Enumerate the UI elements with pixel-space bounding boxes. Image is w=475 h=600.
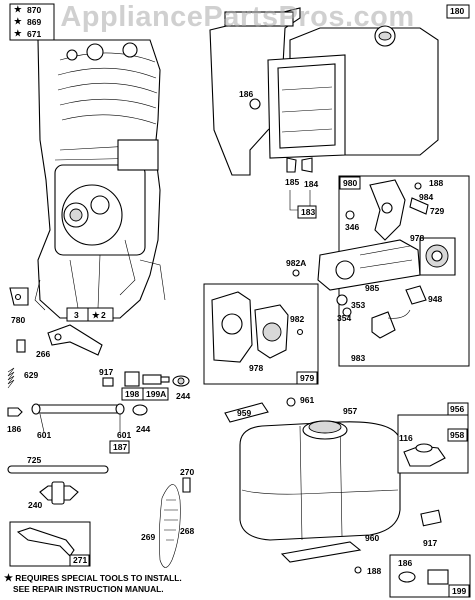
label-780: 780 xyxy=(11,315,25,325)
label-870: 870 xyxy=(27,5,41,15)
svg-text:★: ★ xyxy=(14,4,23,14)
label-188-carb: 188 xyxy=(429,178,443,188)
label-958: 958 xyxy=(450,430,464,440)
label-180: 180 xyxy=(450,6,464,16)
label-869: 869 xyxy=(27,17,41,27)
label-985: 985 xyxy=(365,283,379,293)
label-729: 729 xyxy=(430,206,444,216)
label-185: 185 xyxy=(285,177,299,187)
svg-text:★: ★ xyxy=(14,28,23,38)
part-725: 725 xyxy=(7,455,109,474)
engine-block xyxy=(34,39,166,319)
label-188-tank: 188 xyxy=(367,566,381,576)
fuel-tank: 959 961 957 956 116 958 960 917 188 186 … xyxy=(224,395,471,598)
label-186-tank: 186 xyxy=(398,558,412,568)
part-979-gaskets: 982 978 979 xyxy=(203,283,319,385)
svg-text:★: ★ xyxy=(92,310,101,320)
part-244-upper: 244 xyxy=(172,375,190,401)
label-187: 187 xyxy=(113,442,127,452)
part-917-198-199A: 917 198 199A xyxy=(99,367,170,401)
label-186-left: 186 xyxy=(7,424,21,434)
label-948: 948 xyxy=(428,294,442,304)
part-780: 780 xyxy=(9,287,29,325)
label-983: 983 xyxy=(351,353,365,363)
footnote: ★ REQUIRES SPECIAL TOOLS TO INSTALL. SEE… xyxy=(4,573,304,595)
label-183: 183 xyxy=(301,207,315,217)
label-184: 184 xyxy=(304,179,318,189)
label-980: 980 xyxy=(343,178,357,188)
label-601-right: 601 xyxy=(117,430,131,440)
label-271: 271 xyxy=(73,555,87,565)
label-957: 957 xyxy=(343,406,357,416)
carburetor-group: 980 984 188 729 346 978 982A 985 353 354… xyxy=(286,175,470,367)
svg-text:★: ★ xyxy=(14,16,23,26)
part-268-269-270: 270 268 269 xyxy=(141,467,194,568)
label-979: 979 xyxy=(300,373,314,383)
label-984: 984 xyxy=(419,192,433,202)
label-244-lower: 244 xyxy=(136,424,150,434)
label-266: 266 xyxy=(36,349,50,359)
air-cleaner: 180 186 185 184 183 xyxy=(209,4,470,219)
label-354: 354 xyxy=(337,313,351,323)
label-982A: 982A xyxy=(286,258,306,268)
part-266: 266 xyxy=(16,324,103,359)
label-978-upper: 978 xyxy=(410,233,424,243)
label-671: 671 xyxy=(27,29,41,39)
label-268: 268 xyxy=(180,526,194,536)
label-629: 629 xyxy=(24,370,38,380)
label-601-left: 601 xyxy=(37,430,51,440)
label-917-right: 917 xyxy=(423,538,437,548)
label-198: 198 xyxy=(125,389,139,399)
label-244-upper: 244 xyxy=(176,391,190,401)
label-982: 982 xyxy=(290,314,304,324)
label-2: 2 xyxy=(101,310,106,320)
label-725: 725 xyxy=(27,455,41,465)
part-187-fuel-line: 601 601 244 187 xyxy=(31,403,150,454)
star-icon: ★ xyxy=(4,573,13,584)
part-271: 271 xyxy=(9,521,91,567)
label-116: 116 xyxy=(399,433,413,443)
callout-group-3-2: 3 ★2 xyxy=(66,254,114,322)
footnote-line-2: SEE REPAIR INSTRUCTION MANUAL. xyxy=(13,584,164,594)
callout-group-870-869-671: ★ 870 ★ 869 ★ 671 xyxy=(9,3,55,41)
label-186-air: 186 xyxy=(239,89,253,99)
label-353: 353 xyxy=(351,300,365,310)
label-346: 346 xyxy=(345,222,359,232)
label-240: 240 xyxy=(28,500,42,510)
label-917-left: 917 xyxy=(99,367,113,377)
label-199A: 199A xyxy=(146,389,166,399)
part-186-left: 186 xyxy=(7,407,23,434)
label-978-lower: 978 xyxy=(249,363,263,373)
label-3: 3 xyxy=(74,310,79,320)
part-629: 629 xyxy=(7,367,38,389)
footnote-line-1: REQUIRES SPECIAL TOOLS TO INSTALL. xyxy=(15,573,182,583)
label-199: 199 xyxy=(452,586,466,596)
label-959: 959 xyxy=(237,408,251,418)
label-270: 270 xyxy=(180,467,194,477)
label-961: 961 xyxy=(300,395,314,405)
label-960: 960 xyxy=(365,533,379,543)
label-956: 956 xyxy=(450,404,464,414)
part-240: 240 xyxy=(28,481,79,510)
label-269: 269 xyxy=(141,532,155,542)
